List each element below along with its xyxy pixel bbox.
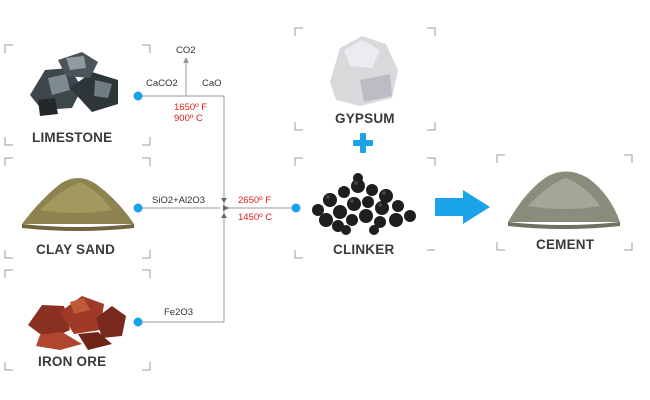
plus-icon: [353, 133, 373, 153]
corner-brackets: [4, 27, 633, 371]
cement-image: [508, 171, 620, 229]
iron-ore-label: IRON ORE: [38, 354, 107, 369]
cao-label: CaO: [202, 78, 222, 89]
sio2-label: SiO2+Al2O3: [152, 195, 206, 206]
clinker-image: [312, 173, 416, 235]
junction-right-arrow-icon: [223, 205, 229, 211]
gypsum-label: GYPSUM: [335, 111, 395, 126]
fe2o3-label: Fe2O3: [164, 307, 194, 318]
clinker-dot: [291, 203, 301, 213]
clay-sand-label: CLAY SAND: [36, 242, 116, 257]
limestone-label: LIMESTONE: [32, 130, 113, 145]
connector-dots: [133, 91, 301, 327]
co2-arrow-icon: [183, 57, 189, 63]
co2-label: CO2: [176, 45, 196, 56]
flow-lines: [138, 62, 296, 323]
junction-up-arrow-icon: [221, 213, 227, 218]
big-arrow-icon: [435, 190, 490, 224]
temp2-c-label: 1450º C: [238, 212, 273, 223]
caco3-label: CaCO2: [146, 78, 178, 89]
iron-ore-image: [28, 296, 126, 350]
junction-down-arrow-icon: [221, 198, 227, 203]
limestone-image: [30, 52, 118, 116]
limestone-dot: [133, 91, 143, 101]
clay-sand-dot: [133, 203, 143, 213]
temp2-f-label: 2650º F: [238, 195, 272, 206]
cement-label: CEMENT: [536, 237, 595, 252]
temp1-c-label: 900º C: [174, 113, 203, 124]
clay-sand-image: [22, 178, 134, 231]
clinker-label: CLINKER: [333, 242, 395, 257]
gypsum-image: [330, 36, 398, 106]
iron-ore-dot: [133, 317, 143, 327]
temp1-f-label: 1650º F: [174, 102, 208, 113]
clinker-highlights: [326, 181, 386, 207]
